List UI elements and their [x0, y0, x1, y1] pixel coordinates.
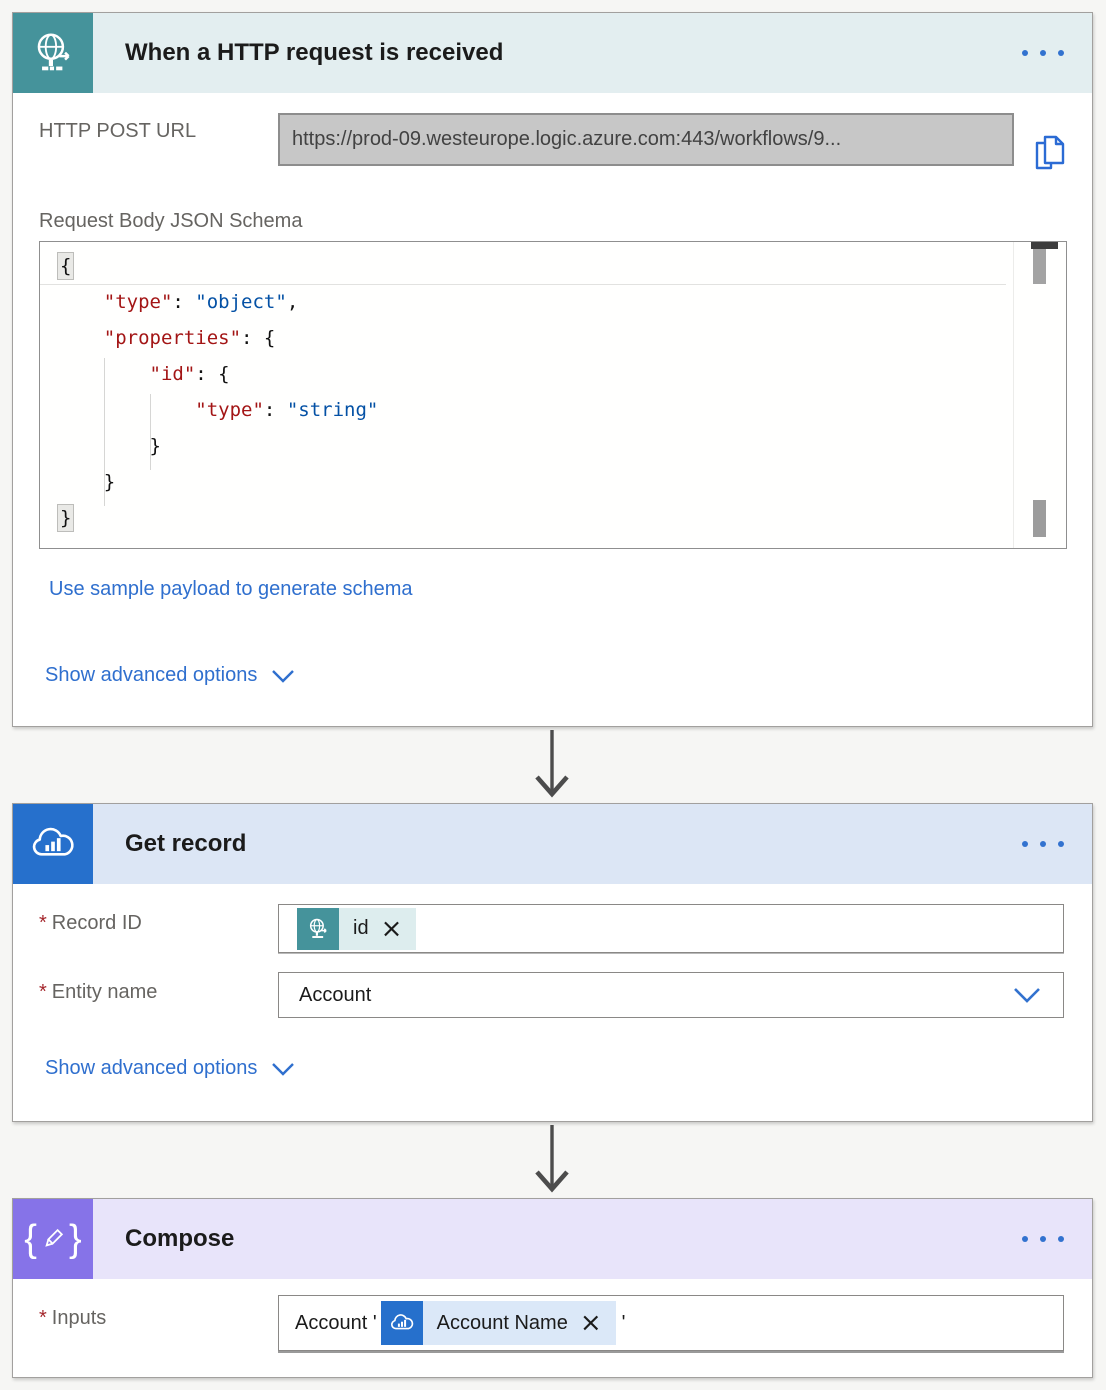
sample-payload-link-label: Use sample payload to generate schema [49, 578, 413, 600]
ellipsis-dot [1058, 1236, 1064, 1242]
show-advanced-options-label: Show advanced options [45, 664, 258, 686]
editor-scrollbar-thumb[interactable] [1033, 500, 1046, 537]
flow-arrow-down [535, 1125, 569, 1193]
ellipsis-dot [1040, 841, 1046, 847]
dynamic-content-token-id[interactable]: id × [297, 907, 417, 950]
indent-guide [150, 394, 151, 470]
editor-scrollbar-thumb[interactable] [1033, 249, 1046, 284]
code-line: } [58, 471, 116, 493]
compose-card-header[interactable]: { } Compose [13, 1199, 1092, 1279]
get-record-card-header[interactable]: Get record [13, 804, 1092, 884]
compose-card-title: Compose [125, 1225, 235, 1252]
sample-payload-link[interactable]: Use sample payload to generate schema [49, 578, 413, 601]
compose-more-menu-button[interactable] [1022, 1236, 1064, 1242]
http-post-url-label: HTTP POST URL [39, 120, 197, 142]
token-label: Account Name [436, 1311, 568, 1334]
compose-card: { } Compose *Inputs Account ' [12, 1198, 1093, 1378]
entity-name-value: Account [299, 983, 372, 1006]
record-id-label: *Record ID [39, 912, 142, 934]
ellipsis-dot [1022, 1236, 1028, 1242]
trigger-card-title: When a HTTP request is received [125, 39, 504, 66]
compose-braces-pencil-icon: { } [13, 1199, 93, 1279]
ellipsis-dot [1022, 50, 1028, 56]
code-line: } [56, 504, 75, 532]
entity-name-dropdown[interactable]: Account [278, 972, 1064, 1018]
inputs-text-after: ' [621, 1311, 626, 1334]
show-advanced-options-link[interactable]: Show advanced options [45, 1057, 295, 1080]
dataverse-token-icon [380, 1301, 423, 1345]
trigger-more-menu-button[interactable] [1022, 50, 1064, 56]
code-line: "type": "object", [103, 291, 299, 313]
inputs-text-before: Account ' [295, 1311, 377, 1334]
required-marker: * [39, 912, 47, 934]
http-request-token-icon [297, 907, 339, 950]
ellipsis-dot [1022, 841, 1028, 847]
required-marker: * [39, 1307, 47, 1329]
show-advanced-options-label: Show advanced options [45, 1057, 258, 1079]
ellipsis-dot [1040, 50, 1046, 56]
copy-url-button[interactable] [1032, 133, 1068, 175]
flow-arrow-down [535, 730, 569, 798]
http-post-url-value[interactable]: https://prod-09.westeurope.logic.azure.c… [278, 113, 1014, 166]
show-advanced-options-link[interactable]: Show advanced options [45, 664, 295, 687]
token-label: id [353, 917, 369, 939]
http-request-icon [13, 13, 93, 93]
get-record-card: Get record *Record ID [12, 803, 1093, 1122]
code-line: "id": { [149, 363, 230, 385]
chevron-down-icon [272, 1062, 295, 1076]
trigger-card: When a HTTP request is received HTTP POS… [12, 12, 1093, 727]
get-record-more-menu-button[interactable] [1022, 841, 1064, 847]
code-line: "properties": { [103, 327, 276, 349]
schema-code-editor[interactable]: { "type": "object", "properties": { "id"… [39, 241, 1067, 549]
chevron-down-icon [1014, 988, 1040, 1003]
ellipsis-dot [1058, 841, 1064, 847]
entity-name-label: *Entity name [39, 981, 158, 1003]
editor-scrollbar-track [1013, 242, 1014, 548]
token-close-icon[interactable]: × [579, 1308, 602, 1338]
indent-guide [104, 358, 105, 506]
record-id-input[interactable]: id × [278, 904, 1064, 953]
trigger-card-header[interactable]: When a HTTP request is received [13, 13, 1092, 93]
pencil-icon [45, 1228, 64, 1247]
get-record-card-title: Get record [125, 830, 247, 857]
editor-scroll-shadow [1031, 242, 1058, 249]
chevron-down-icon [272, 669, 295, 683]
token-close-icon[interactable]: × [380, 913, 403, 944]
schema-label: Request Body JSON Schema [39, 210, 303, 232]
dynamic-content-token-account-name[interactable]: Account Name × [380, 1301, 616, 1345]
code-line: } [58, 435, 161, 457]
ellipsis-dot [1058, 50, 1064, 56]
dataverse-cloud-icon [13, 804, 93, 884]
ellipsis-dot [1040, 1236, 1046, 1242]
required-marker: * [39, 981, 47, 1003]
code-line: "type": "string" [195, 399, 379, 421]
inputs-label: *Inputs [39, 1307, 107, 1329]
code-line: { [40, 248, 1006, 284]
code-lines: { "type": "object", "properties": { "id"… [40, 248, 1006, 536]
compose-inputs-input[interactable]: Account ' Account Name × ' [278, 1295, 1064, 1351]
